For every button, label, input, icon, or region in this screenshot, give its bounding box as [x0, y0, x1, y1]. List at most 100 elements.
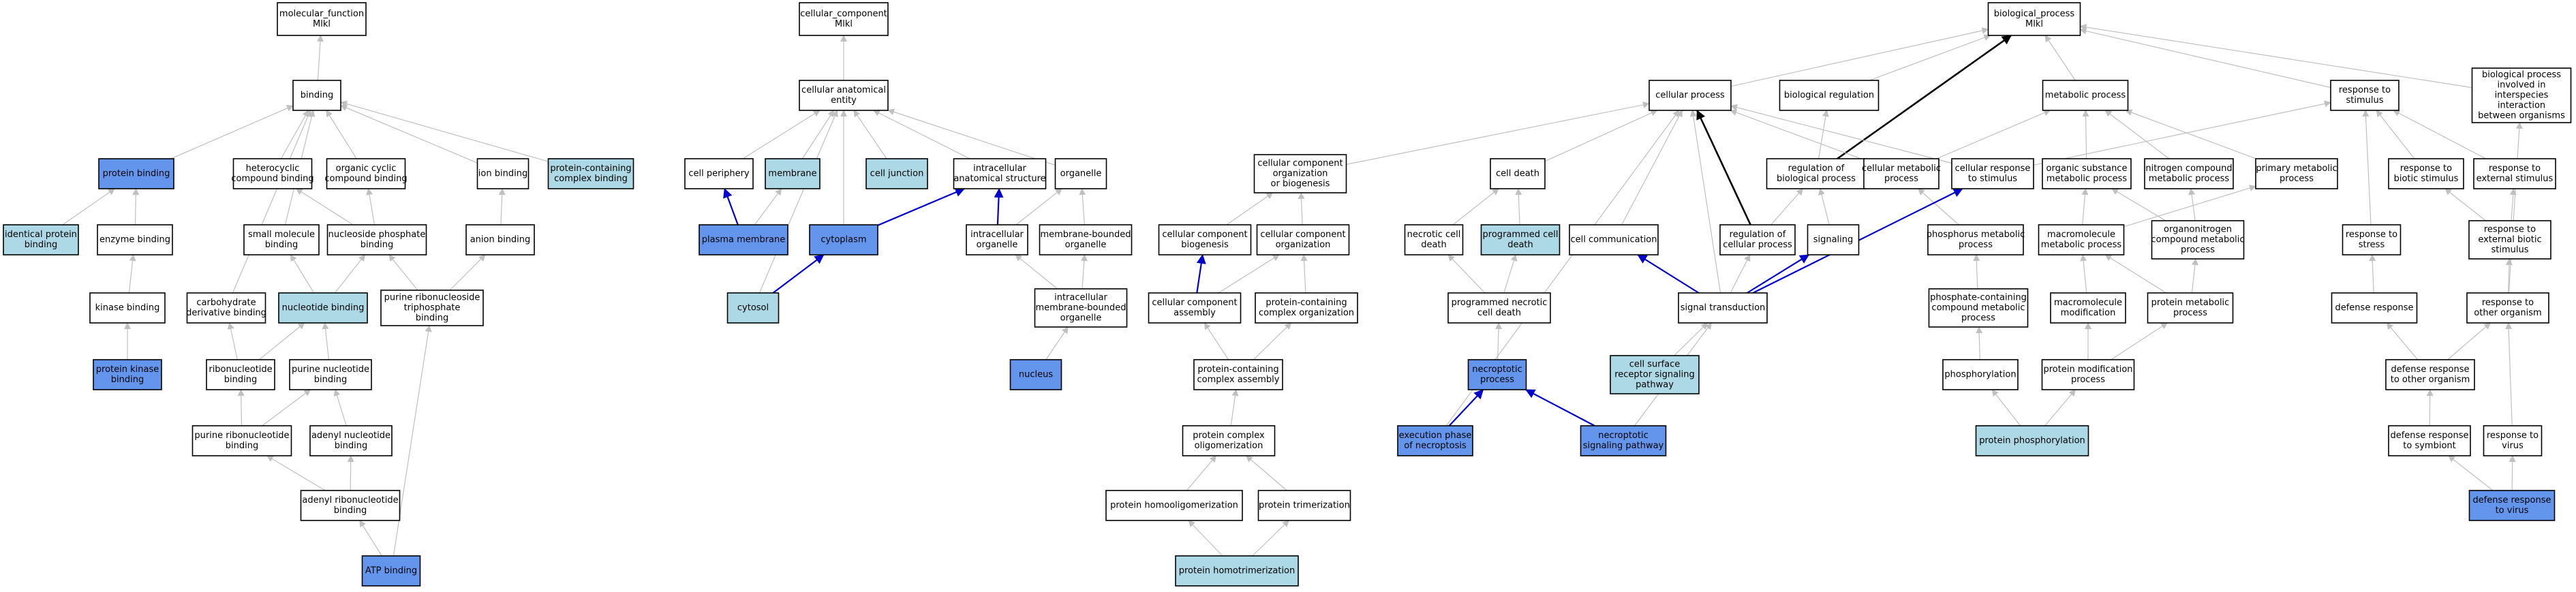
node-membrane[interactable]: membrane [765, 158, 821, 189]
node-signal-transduction[interactable]: signal transduction [1678, 292, 1768, 324]
node-cell-periphery[interactable]: cell periphery [684, 158, 754, 189]
node-box [476, 158, 530, 189]
node-cellular-process[interactable]: cellular process [1649, 80, 1732, 111]
node-box [1467, 359, 1527, 390]
node-nucleus[interactable]: nucleus [1009, 359, 1062, 390]
node-phosphorylation[interactable]: phosphorylation [1942, 359, 2019, 390]
node-box [289, 359, 372, 390]
node-atp-binding[interactable]: ATP binding [361, 555, 421, 587]
node-box [1975, 425, 2089, 456]
node-protein-phosphorylation[interactable]: protein phosphorylation [1975, 425, 2089, 456]
node-enzyme-binding[interactable]: enzyme binding [97, 224, 173, 255]
node-cell-communication[interactable]: cell communication [1569, 224, 1659, 255]
node-anion-binding[interactable]: anion binding [465, 224, 535, 255]
edge-macromolecule_modification-to-macromolecule_metabolic [2080, 254, 2087, 294]
node-cytosol[interactable]: cytosol [726, 292, 780, 324]
node-plasma-membrane[interactable]: plasma membrane [699, 224, 788, 255]
node-protein-homotrimerization[interactable]: protein homotrimerization [1175, 555, 1299, 587]
node-ion-binding[interactable]: ion binding [476, 158, 530, 189]
edge-signal_transduction-to-signaling [1747, 254, 1810, 294]
node-cytoplasm[interactable]: cytoplasm [809, 224, 878, 255]
node-nucleotide-binding[interactable]: nucleotide binding [278, 292, 368, 324]
edge-cellular_component_biogenesis-to-ccob [1226, 192, 1274, 225]
node-cell-junction[interactable]: cell junction [865, 158, 928, 189]
node-binding[interactable]: binding [292, 80, 341, 111]
node-organelle[interactable]: organelle [1054, 158, 1107, 189]
node-biological-regulation[interactable]: biological regulation [1779, 80, 1880, 111]
edge-identical_protein_binding-to-protein_binding [62, 188, 116, 225]
node-kinase-binding[interactable]: kinase binding [89, 292, 166, 324]
node-signaling[interactable]: signaling [1807, 224, 1860, 255]
node-metabolic-process[interactable]: metabolic process [2042, 80, 2129, 111]
node-protein-homooligomerization[interactable]: protein homooligomerization [1105, 490, 1243, 521]
node-defense-response[interactable]: defense response [2331, 292, 2418, 324]
node-protein-trimerization[interactable]: protein trimerization [1257, 490, 1351, 521]
edge-macromolecule_metabolic-to-primary_metabolic [2123, 185, 2256, 228]
edge-protein_containing_complex_assembly-to-cellular_component_assembly [1203, 322, 1229, 360]
node-protein-binding[interactable]: protein binding [98, 158, 174, 189]
node-cell-death[interactable]: cell death [1490, 158, 1546, 189]
